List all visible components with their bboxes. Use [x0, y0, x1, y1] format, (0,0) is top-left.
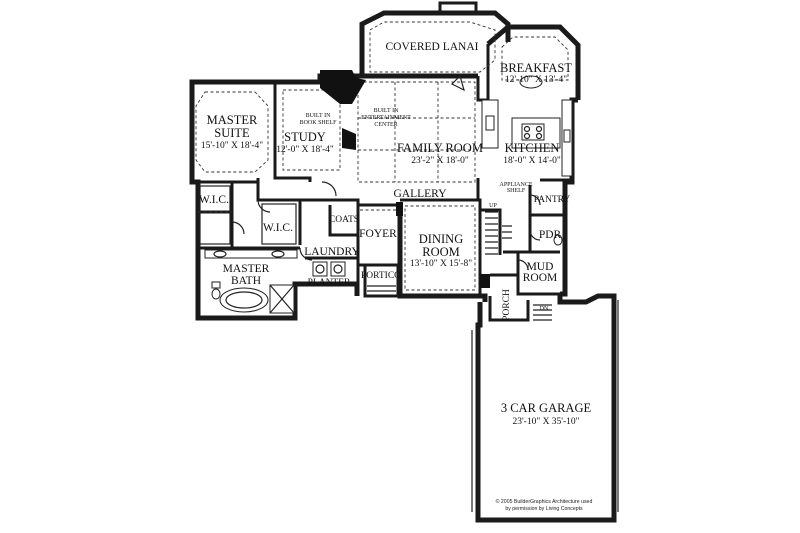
note-entertainment-2: ENTERTAINMENT [361, 115, 411, 121]
label-pantry: PANTRY [534, 195, 571, 205]
size-family-room: 23'-2" X 18'-0" [411, 156, 469, 166]
label-master-suite-2: SUITE [214, 126, 250, 140]
label-garage: 3 CAR GARAGE [501, 401, 592, 415]
copyright-line-2: by permission by Living Concepts [505, 506, 583, 512]
label-family-room: FAMILY ROOM [397, 141, 483, 155]
label-master-suite-1: MASTER [207, 113, 258, 127]
note-entertainment-1: BUILT IN [374, 108, 400, 114]
label-wic-2: W.I.C. [263, 222, 293, 234]
ceiling-details [195, 21, 569, 291]
note-appliance-shelf-1: APPLIANCE [499, 182, 532, 188]
note-book-shelf-1: BUILT IN [306, 113, 332, 119]
room-labels: COVERED LANAI BREAKFAST 12'-10" X 13'-4"… [199, 41, 591, 427]
note-dn: DN [540, 306, 549, 312]
note-book-shelf-2: BOOK SHELF [300, 120, 338, 126]
note-up: UP [489, 203, 497, 209]
copyright: © 2005 BuilderGraphics Architecture used… [496, 498, 593, 512]
label-kitchen: KITCHEN [505, 141, 560, 155]
label-dining-room-2: ROOM [422, 245, 460, 259]
label-covered-lanai: COVERED LANAI [386, 41, 479, 53]
label-master-bath-1: MASTER [223, 263, 270, 275]
label-wic-1: W.I.C. [199, 194, 229, 206]
label-study: STUDY [284, 130, 326, 144]
fireplace [320, 70, 490, 288]
size-dining-room: 13'-10" X 15'-8" [410, 259, 472, 269]
size-master-suite: 15'-10" X 18'-4" [201, 141, 263, 151]
copyright-line-1: © 2005 BuilderGraphics Architecture used [496, 498, 593, 505]
label-porch: PORCH [502, 289, 512, 321]
label-pdr: PDR [539, 229, 562, 241]
label-planter: PLANTER [308, 278, 351, 288]
label-dining-room-1: DINING [419, 232, 463, 246]
note-appliance-shelf-2: SHELF [507, 188, 526, 194]
label-portico: PORTICO [361, 271, 401, 281]
label-mud-room-1: MUD [527, 261, 554, 273]
size-study: 12'-0" X 18'-4" [276, 145, 334, 155]
size-kitchen: 18'-0" X 14'-0" [503, 156, 561, 166]
door-swings [231, 74, 541, 271]
label-coats: COATS [329, 215, 359, 225]
staircase [485, 211, 512, 255]
label-foyer: FOYER [359, 228, 397, 240]
label-breakfast: BREAKFAST [500, 61, 572, 75]
size-garage: 23'-10" X 35'-10" [512, 417, 579, 427]
fixtures [199, 75, 619, 512]
label-gallery: GALLERY [393, 188, 447, 200]
label-laundry: LAUNDRY [304, 246, 360, 258]
size-breakfast: 12'-10" X 13'-4" [505, 75, 567, 85]
note-entertainment-3: CENTER [374, 122, 397, 128]
label-master-bath-2: BATH [231, 275, 261, 287]
annotations: BUILT IN BOOK SHELF BUILT IN ENTERTAINME… [300, 108, 549, 312]
label-mud-room-2: ROOM [523, 272, 558, 284]
